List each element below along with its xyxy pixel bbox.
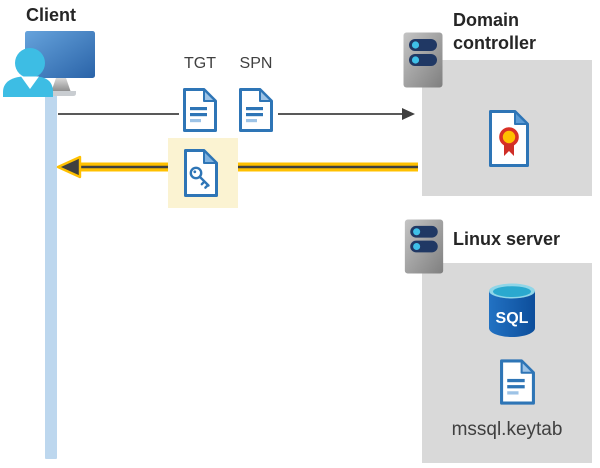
key-ticket-document-icon [184, 149, 218, 197]
certificate-icon [489, 110, 529, 167]
client-computer-user-icon [3, 31, 95, 97]
sql-database-icon: SQL [489, 283, 535, 337]
sql-badge-text: SQL [496, 310, 529, 327]
domain-controller-server-icon [403, 32, 443, 88]
domain-controller-label: Domain controller [453, 10, 537, 53]
spn-document-icon [239, 88, 273, 132]
keytab-file-label: mssql.keytab [451, 419, 563, 440]
linux-server-label: Linux server [453, 229, 561, 249]
tgt-document-icon [183, 88, 217, 132]
response-arrow-icon [56, 155, 418, 179]
request-arrow-icon [58, 108, 415, 120]
client-lifeline-bar [45, 92, 57, 459]
spn-label: SPN [239, 55, 273, 72]
client-label: Client [26, 5, 77, 25]
tgt-label: TGT [184, 55, 216, 72]
keytab-document-icon [500, 359, 535, 405]
linux-server-server-icon [404, 219, 444, 274]
